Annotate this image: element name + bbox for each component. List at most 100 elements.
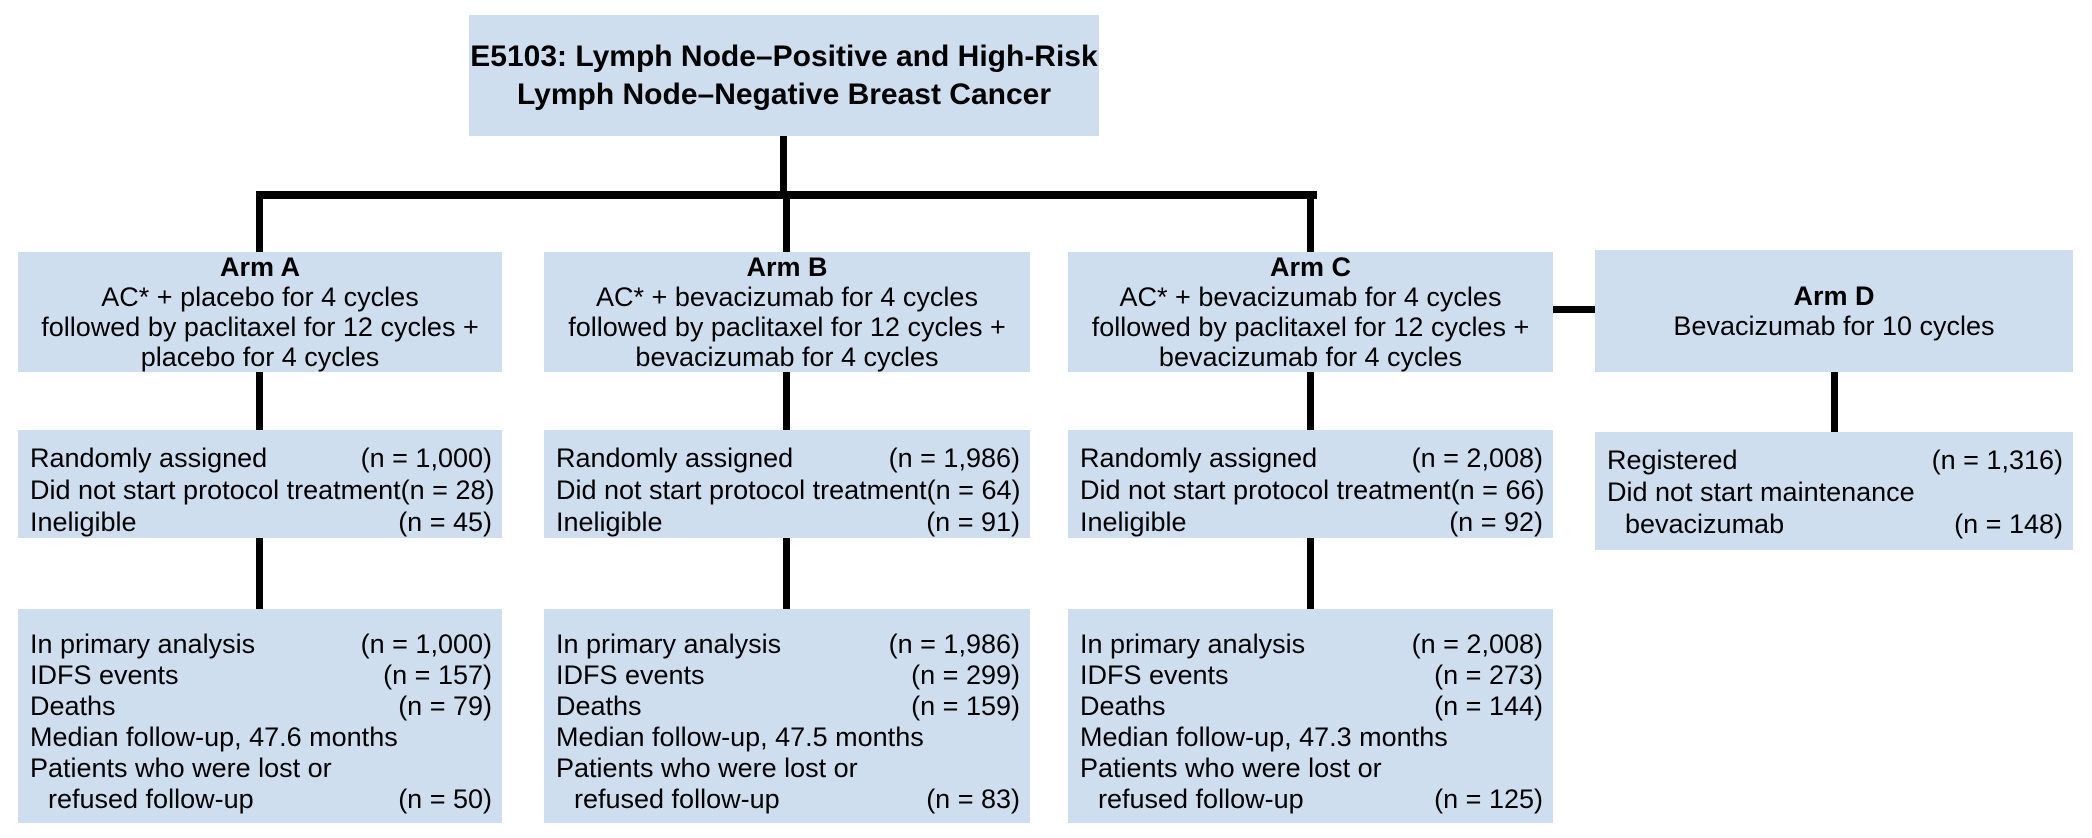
stat-label: IDFS events — [556, 660, 705, 690]
stat-row: In primary analysis (n = 1,986) — [556, 629, 1020, 660]
stat-label: Patients who were lost or — [1080, 753, 1382, 783]
stat-row: bevacizumab (n = 148) — [1607, 508, 2063, 540]
stat-row: Median follow-up, 47.6 months — [30, 722, 492, 753]
stat-value: (n = 2,008) — [1411, 443, 1543, 473]
arm-a-analysis-box: In primary analysis (n = 1,000) IDFS eve… — [18, 609, 502, 823]
stat-label: refused follow-up — [48, 784, 254, 814]
arm-c-regimen-line: AC* + bevacizumab for 4 cycles — [1119, 282, 1502, 312]
stat-value: (n = 66) — [1450, 475, 1545, 505]
stat-row: In primary analysis (n = 1,000) — [30, 629, 492, 660]
stat-label: Deaths — [30, 691, 116, 721]
arm-a-header-box: Arm A AC* + placebo for 4 cycles followe… — [18, 252, 502, 372]
stat-label: Randomly assigned — [556, 443, 794, 473]
stat-label: In primary analysis — [30, 629, 256, 659]
stat-row: Deaths (n = 144) — [1080, 691, 1543, 722]
trial-title-line1: E5103: Lymph Node–Positive and High-Risk — [470, 39, 1098, 73]
arm-d-regimen-line: Bevacizumab for 10 cycles — [1673, 311, 1995, 341]
stat-row: Randomly assigned (n = 2,008) — [1080, 442, 1543, 474]
stat-label: Deaths — [556, 691, 642, 721]
arm-c-analysis-box: In primary analysis (n = 2,008) IDFS eve… — [1068, 609, 1553, 823]
stat-value: (n = 92) — [1449, 507, 1543, 537]
stat-label: Did not start maintenance — [1607, 477, 1915, 507]
arm-d-enrollment-box: Registered (n = 1,316) Did not start mai… — [1595, 432, 2073, 550]
connector-arm-a-analysis — [256, 538, 263, 609]
stat-value: (n = 64) — [926, 475, 1021, 505]
stat-row: IDFS events (n = 273) — [1080, 660, 1543, 691]
stat-label: In primary analysis — [556, 629, 782, 659]
stat-value: (n = 125) — [1434, 784, 1543, 814]
stat-row: Patients who were lost or — [1080, 753, 1543, 784]
connector-arm-c-to-d — [1552, 306, 1595, 313]
connector-drop-arm-c — [1307, 191, 1314, 252]
trial-title-line2: Lymph Node–Negative Breast Cancer — [516, 77, 1052, 111]
stat-label: Did not start protocol treatment — [30, 475, 401, 505]
arm-d-name: Arm D — [1793, 281, 1875, 311]
connector-arm-c-analysis — [1307, 538, 1314, 609]
stat-value: (n = 1,000) — [360, 629, 492, 659]
stat-row: refused follow-up (n = 83) — [556, 784, 1020, 815]
stat-label: Patients who were lost or — [556, 753, 858, 783]
stat-row: Did not start protocol treatment (n = 64… — [556, 474, 1020, 506]
stat-row: Did not start maintenance — [1607, 476, 2063, 508]
arm-a-enrollment-box: Randomly assigned (n = 1,000) Did not st… — [18, 430, 502, 538]
stat-label: Median follow-up, 47.6 months — [30, 722, 398, 752]
stat-row: IDFS events (n = 157) — [30, 660, 492, 691]
connector-arm-d-enrollment — [1831, 372, 1838, 432]
stat-value: (n = 159) — [911, 691, 1020, 721]
arm-d-header-box: Arm D Bevacizumab for 10 cycles — [1595, 250, 2073, 372]
stat-value: (n = 1,986) — [888, 443, 1020, 473]
stat-value: (n = 1,986) — [888, 629, 1020, 659]
stat-label: Did not start protocol treatment — [556, 475, 927, 505]
arm-b-analysis-box: In primary analysis (n = 1,986) IDFS eve… — [544, 609, 1030, 823]
stat-row: Did not start protocol treatment (n = 66… — [1080, 474, 1545, 506]
arm-b-regimen-line: AC* + bevacizumab for 4 cycles — [596, 282, 978, 312]
arm-c-regimen-line: bevacizumab for 4 cycles — [1158, 342, 1463, 372]
stat-label: IDFS events — [30, 660, 179, 690]
stat-row: Deaths (n = 159) — [556, 691, 1020, 722]
stat-label: refused follow-up — [574, 784, 780, 814]
arm-c-name: Arm C — [1269, 252, 1351, 282]
stat-row: Randomly assigned (n = 1,000) — [30, 442, 492, 474]
stat-row: Ineligible (n = 45) — [30, 506, 492, 538]
stat-value: (n = 299) — [911, 660, 1020, 690]
stat-label: Patients who were lost or — [30, 753, 332, 783]
stat-value: (n = 144) — [1434, 691, 1543, 721]
stat-label: Registered — [1607, 445, 1738, 475]
trial-title-box: E5103: Lymph Node–Positive and High-Risk… — [469, 15, 1099, 136]
connector-arm-c-enrollment — [1307, 372, 1314, 430]
stat-value: (n = 2,008) — [1411, 629, 1543, 659]
arm-c-enrollment-box: Randomly assigned (n = 2,008) Did not st… — [1068, 430, 1553, 538]
stat-label: Median follow-up, 47.3 months — [1080, 722, 1448, 752]
stat-label: Ineligible — [30, 507, 137, 537]
stat-value: (n = 273) — [1434, 660, 1543, 690]
connector-title-drop — [780, 136, 787, 193]
stat-label: Deaths — [1080, 691, 1166, 721]
arm-b-enrollment-box: Randomly assigned (n = 1,986) Did not st… — [544, 430, 1030, 538]
arm-b-header-box: Arm B AC* + bevacizumab for 4 cycles fol… — [544, 252, 1030, 372]
stat-row: Deaths (n = 79) — [30, 691, 492, 722]
stat-value: (n = 45) — [398, 507, 492, 537]
stat-row: refused follow-up (n = 50) — [30, 784, 492, 815]
stat-row: Median follow-up, 47.3 months — [1080, 722, 1543, 753]
stat-value: (n = 50) — [398, 784, 492, 814]
connector-arm-b-enrollment — [783, 372, 790, 430]
arm-a-regimen-line: AC* + placebo for 4 cycles — [101, 282, 419, 312]
stat-row: Randomly assigned (n = 1,986) — [556, 442, 1020, 474]
stat-value: (n = 1,000) — [360, 443, 492, 473]
stat-label: In primary analysis — [1080, 629, 1306, 659]
stat-row: Patients who were lost or — [556, 753, 1020, 784]
stat-label: Randomly assigned — [30, 443, 268, 473]
stat-row: Did not start protocol treatment (n = 28… — [30, 474, 494, 506]
arm-b-regimen-line: followed by paclitaxel for 12 cycles + — [568, 312, 1006, 342]
connector-drop-arm-a — [256, 191, 263, 252]
stat-row: Ineligible (n = 91) — [556, 506, 1020, 538]
stat-row: Ineligible (n = 92) — [1080, 506, 1543, 538]
stat-label: refused follow-up — [1098, 784, 1304, 814]
stat-value: (n = 91) — [926, 507, 1020, 537]
stat-label: bevacizumab — [1625, 509, 1785, 539]
stat-row: IDFS events (n = 299) — [556, 660, 1020, 691]
stat-value: (n = 148) — [1954, 509, 2063, 539]
stat-row: Registered (n = 1,316) — [1607, 444, 2063, 476]
stat-row: In primary analysis (n = 2,008) — [1080, 629, 1543, 660]
